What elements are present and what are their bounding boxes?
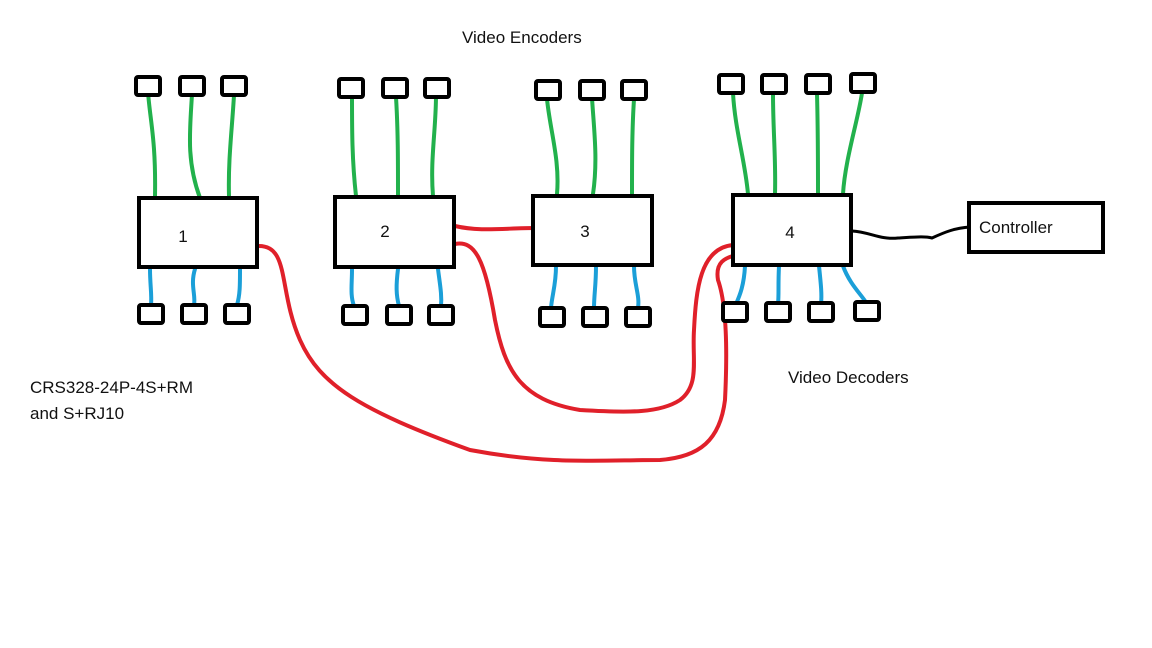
- boxes: [134, 72, 1105, 328]
- switch-3-label: 3: [580, 222, 590, 241]
- trunk-link-2-3: [453, 224, 537, 232]
- controller-label: Controller: [979, 218, 1053, 237]
- encoder-9-icon: [620, 79, 648, 101]
- encoder-12-icon: [804, 73, 832, 95]
- switch-2-box: [333, 195, 456, 269]
- decoder-7-icon: [538, 306, 566, 328]
- decoder-link-1: [148, 267, 154, 307]
- decoder-link-7: [549, 264, 558, 310]
- video-encoders-label: Video Encoders: [462, 28, 582, 47]
- decoder-link-3: [235, 267, 242, 307]
- decoder-10-icon: [721, 301, 749, 323]
- encoder-link-6: [430, 93, 438, 198]
- decoder-link-2: [191, 267, 197, 307]
- encoder-4-icon: [337, 77, 365, 99]
- decoder-link-6: [436, 267, 444, 308]
- decoder-11-icon: [764, 301, 792, 323]
- decoder-link-12: [817, 264, 824, 306]
- switch-3-box: [531, 194, 654, 267]
- decoder-1-icon: [137, 303, 165, 325]
- encoder-link-10: [731, 91, 750, 196]
- encoder-link-2: [187, 92, 202, 200]
- decoder-6-icon: [427, 304, 455, 326]
- switch-model-label-line2: and S+RJ10: [30, 404, 125, 423]
- encoder-3-icon: [220, 75, 248, 97]
- encoder-link-8: [590, 96, 598, 196]
- encoder-link-4: [350, 93, 358, 198]
- encoder-link-1: [146, 90, 158, 198]
- encoder-2-icon: [178, 75, 206, 97]
- decoder-3-icon: [223, 303, 251, 325]
- trunk-link-1-4: [256, 243, 738, 463]
- encoder-5-icon: [381, 77, 409, 99]
- video-decoders-label: Video Decoders: [788, 368, 909, 387]
- decoder-8-icon: [581, 306, 609, 328]
- trunk-link-2-4: [453, 241, 735, 414]
- switch-1-label: 1: [178, 227, 188, 246]
- switch-1-box: [137, 196, 259, 269]
- decoder-link-9: [632, 264, 641, 310]
- encoder-11-icon: [760, 73, 788, 95]
- decoder-link-11: [776, 264, 781, 306]
- encoder-link-13: [841, 91, 864, 196]
- decoder-link-13: [841, 264, 869, 306]
- encoder-link-3: [226, 93, 236, 198]
- decoder-2-icon: [180, 303, 208, 325]
- encoder-1-icon: [134, 75, 162, 97]
- wires: [146, 90, 972, 463]
- decoder-link-5: [394, 267, 401, 308]
- switch-model-label-line1: CRS328-24P-4S+RM: [30, 378, 193, 397]
- decoder-9-icon: [624, 306, 652, 328]
- encoder-10-icon: [717, 73, 745, 95]
- encoder-8-icon: [578, 79, 606, 101]
- encoder-link-9: [630, 97, 636, 196]
- controller-box: [967, 201, 1105, 254]
- decoder-12-icon: [807, 301, 835, 323]
- encoder-link-12: [815, 92, 820, 196]
- controller-link: [850, 225, 972, 240]
- switch-2-label: 2: [380, 222, 390, 241]
- encoder-6-icon: [423, 77, 451, 99]
- encoder-link-7: [545, 97, 560, 196]
- encoder-7-icon: [534, 79, 562, 101]
- decoder-link-10: [734, 264, 747, 306]
- decoder-link-4: [349, 267, 356, 308]
- encoder-link-5: [394, 95, 400, 198]
- decoder-link-8: [592, 264, 598, 310]
- switch-4-box: [731, 193, 853, 267]
- decoder-13-icon: [853, 300, 881, 322]
- switch-4-label: 4: [785, 223, 795, 242]
- decoder-5-icon: [385, 304, 413, 326]
- decoder-4-icon: [341, 304, 369, 326]
- encoder-13-icon: [849, 72, 877, 94]
- encoder-link-11: [771, 92, 778, 196]
